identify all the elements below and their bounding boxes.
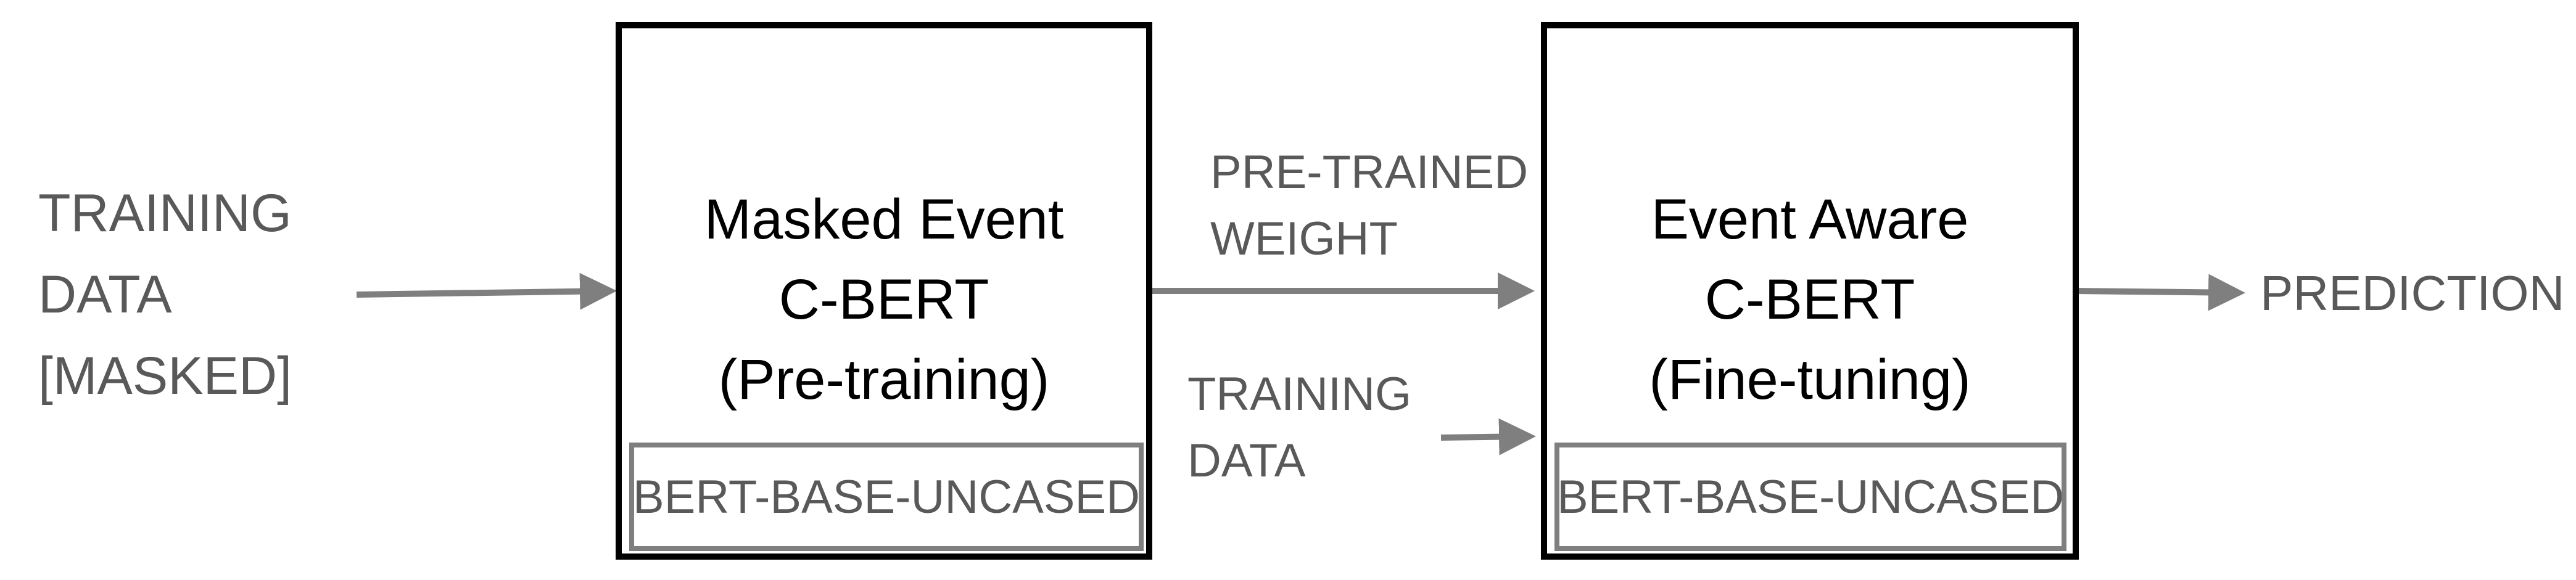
finetune-base-model-box: BERT-BASE-UNCASED: [1554, 443, 2066, 551]
finetune-box: Event Aware C-BERT (Fine-tuning) BERT-BA…: [1541, 22, 2079, 560]
input-arrow: [356, 272, 617, 310]
training-data-label: TRAINING DATA: [1187, 361, 1411, 494]
finetune-title-line-1: Event Aware: [1651, 188, 1969, 251]
finetune-title-line-3: (Fine-tuning): [1649, 348, 1971, 411]
pretrained-weight-line-2: WEIGHT: [1210, 213, 1398, 265]
finetune-title-line-2: C-BERT: [1704, 268, 1915, 331]
input-label-line-1: TRAINING: [38, 184, 292, 243]
pretrain-title-line-2: C-BERT: [778, 268, 989, 331]
prediction-arrow: [2074, 274, 2245, 311]
finetune-box-title: Event Aware C-BERT (Fine-tuning): [1547, 179, 2073, 420]
input-label-line-2: DATA: [38, 265, 172, 324]
training-data-line-1: TRAINING: [1187, 368, 1412, 420]
input-label-line-3: [MASKED]: [38, 346, 292, 406]
prediction-label: PREDICTION: [2260, 266, 2565, 321]
pretrain-title-line-1: Masked Event: [704, 188, 1064, 251]
pretrain-box: Masked Event C-BERT (Pre-training) BERT-…: [616, 22, 1152, 560]
training-data-line-2: DATA: [1187, 435, 1306, 487]
pretrained-weight-line-1: PRE-TRAINED: [1210, 146, 1529, 198]
input-label: TRAINING DATA [MASKED]: [38, 173, 292, 417]
pretrain-box-title: Masked Event C-BERT (Pre-training): [622, 179, 1146, 420]
pretrained-weight-label: PRE-TRAINED WEIGHT: [1210, 139, 1528, 272]
pretrain-base-model-box: BERT-BASE-UNCASED: [629, 443, 1144, 551]
pretrain-title-line-3: (Pre-training): [718, 348, 1050, 411]
training-data-arrow: [1440, 418, 1536, 455]
